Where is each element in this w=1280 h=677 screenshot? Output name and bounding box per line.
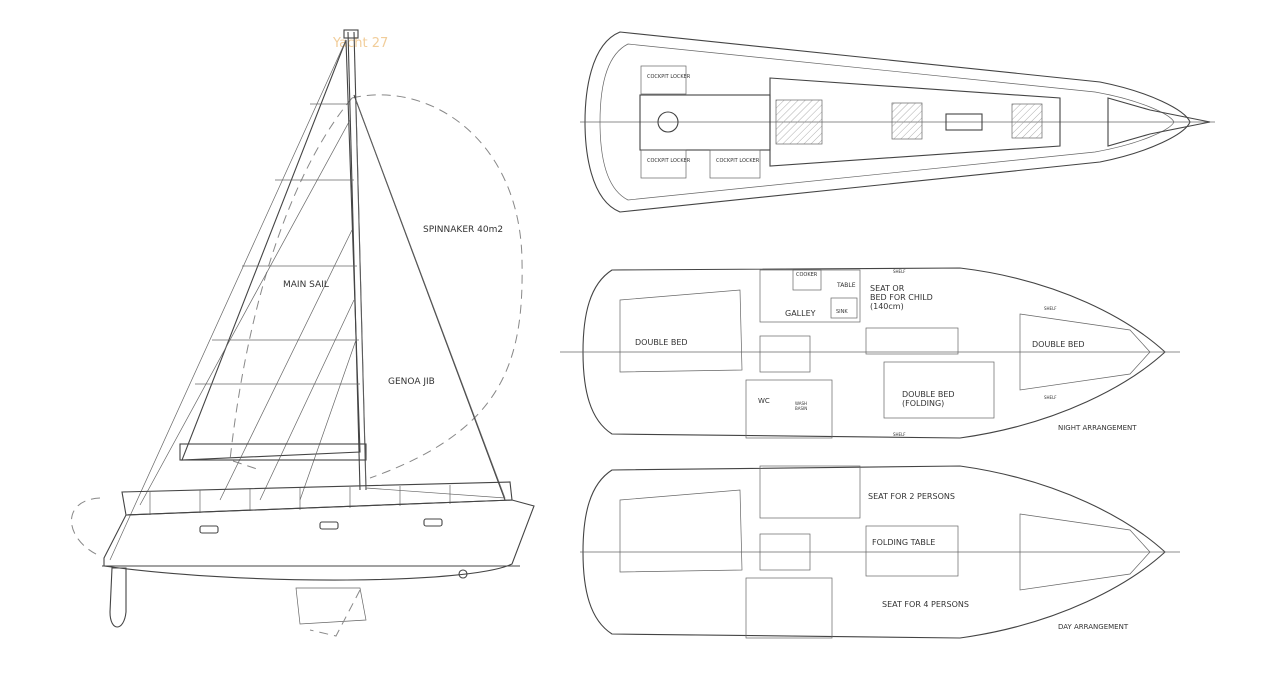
cockpit-locker-1 — [640, 65, 687, 95]
hull-window-2 — [319, 521, 339, 530]
day-forward-berth — [1019, 513, 1151, 591]
outboard-dashed — [71, 497, 101, 557]
day-hull-outline — [582, 465, 1166, 639]
mast-step — [945, 113, 983, 131]
label-cockpit-locker-1: COCKPIT LOCKER — [647, 74, 691, 80]
label-table-night: TABLE — [836, 282, 856, 289]
label-night-arrangement: NIGHT ARRANGEMENT — [1058, 424, 1137, 432]
night-arrangement-plan: COOKER TABLE GALLEY SINK SEAT OR BED FOR… — [560, 267, 1180, 439]
night-aft-berth — [619, 289, 743, 373]
steering-pedestal — [657, 111, 679, 133]
bow-roller — [1107, 97, 1211, 147]
label-cockpit-locker-2: COCKPIT LOCKER — [647, 158, 691, 164]
label-cockpit-locker-3: COCKPIT LOCKER — [716, 158, 760, 164]
label-seat-or-bed-2: BED FOR CHILD — [870, 293, 933, 302]
spinnaker-luff — [229, 97, 353, 471]
hull-window-1 — [199, 525, 219, 534]
hatch-1 — [775, 99, 823, 145]
stanchions — [149, 485, 451, 515]
night-cooker — [792, 269, 822, 291]
night-double-bed-folding — [883, 361, 995, 419]
label-wc: WC — [758, 397, 770, 405]
day-companionway-steps — [759, 533, 811, 571]
cockpit-locker-2 — [640, 149, 687, 179]
side-profile-view: SPINNAKER 40m2 MAIN SAIL GENOA JIB — [71, 29, 535, 637]
day-folding-table — [865, 525, 959, 577]
hull — [103, 499, 535, 581]
label-double-bed-folding-2: (FOLDING) — [902, 399, 944, 408]
label-seat-for-2: SEAT FOR 2 PERSONS — [868, 492, 955, 501]
label-double-bed-folding-1: DOUBLE BED — [902, 390, 955, 399]
label-double-bed-aft: DOUBLE BED — [635, 338, 688, 347]
main-sail-battens — [195, 103, 360, 385]
rudder — [109, 567, 127, 628]
cockpit-locker-3 — [709, 149, 761, 179]
main-sail — [181, 39, 361, 461]
deck-cabin-top — [769, 77, 1061, 167]
label-double-bed-fwd: DOUBLE BED — [1032, 340, 1085, 349]
label-seat-for-4: SEAT FOR 4 PERSONS — [882, 600, 969, 609]
label-sink: SINK — [836, 309, 848, 315]
deck-plan-view: COCKPIT LOCKER COCKPIT LOCKER COCKPIT LO… — [580, 31, 1215, 213]
label-shelf-4: SHELF — [893, 432, 906, 437]
night-sink — [830, 297, 858, 319]
label-shelf-3: SHELF — [1044, 395, 1057, 400]
hull-porthole — [458, 569, 468, 579]
watermark-text: Yacht 27 — [333, 36, 389, 51]
label-spinnaker: SPINNAKER 40m2 — [423, 225, 503, 235]
label-genoa-jib: GENOA JIB — [388, 377, 435, 387]
label-shelf-1: SHELF — [893, 269, 906, 274]
keel — [295, 587, 367, 625]
cabin-top — [121, 481, 513, 516]
cockpit-well — [639, 94, 771, 151]
label-main-sail: MAIN SAIL — [283, 280, 329, 290]
label-wash-basin-2: BASIN — [795, 406, 807, 411]
label-cooker-night: COOKER — [796, 272, 818, 278]
label-folding-table: FOLDING TABLE — [872, 538, 935, 547]
hull-window-3 — [423, 518, 443, 527]
day-galley-block — [759, 465, 861, 519]
day-aft-berth — [619, 489, 743, 573]
keel-lifting-dashed — [309, 589, 361, 637]
day-wc-room — [745, 577, 833, 639]
night-wc-room — [745, 379, 833, 439]
night-settee — [865, 327, 959, 355]
label-seat-or-bed-3: (140cm) — [870, 302, 904, 311]
genoa-jib-sail — [355, 99, 506, 499]
day-arrangement-plan: SEAT FOR 2 PERSONS FOLDING TABLE SEAT FO… — [580, 465, 1180, 639]
night-companionway-steps — [759, 335, 811, 373]
rigging-lines — [109, 39, 357, 561]
label-galley: GALLEY — [785, 309, 816, 318]
boom — [179, 443, 367, 461]
spinnaker-outline — [351, 94, 523, 479]
label-wash-basin-1: WASH — [795, 401, 807, 406]
night-hull-outline — [582, 267, 1166, 439]
deck-hull-outline — [584, 31, 1191, 213]
night-forward-berth — [1019, 313, 1151, 391]
label-seat-or-bed-1: SEAT OR — [870, 284, 905, 293]
hatch-2 — [891, 102, 923, 140]
hatch-3 — [1011, 103, 1043, 139]
label-day-arrangement: DAY ARRANGEMENT — [1058, 623, 1129, 631]
label-shelf-2: SHELF — [1044, 306, 1057, 311]
